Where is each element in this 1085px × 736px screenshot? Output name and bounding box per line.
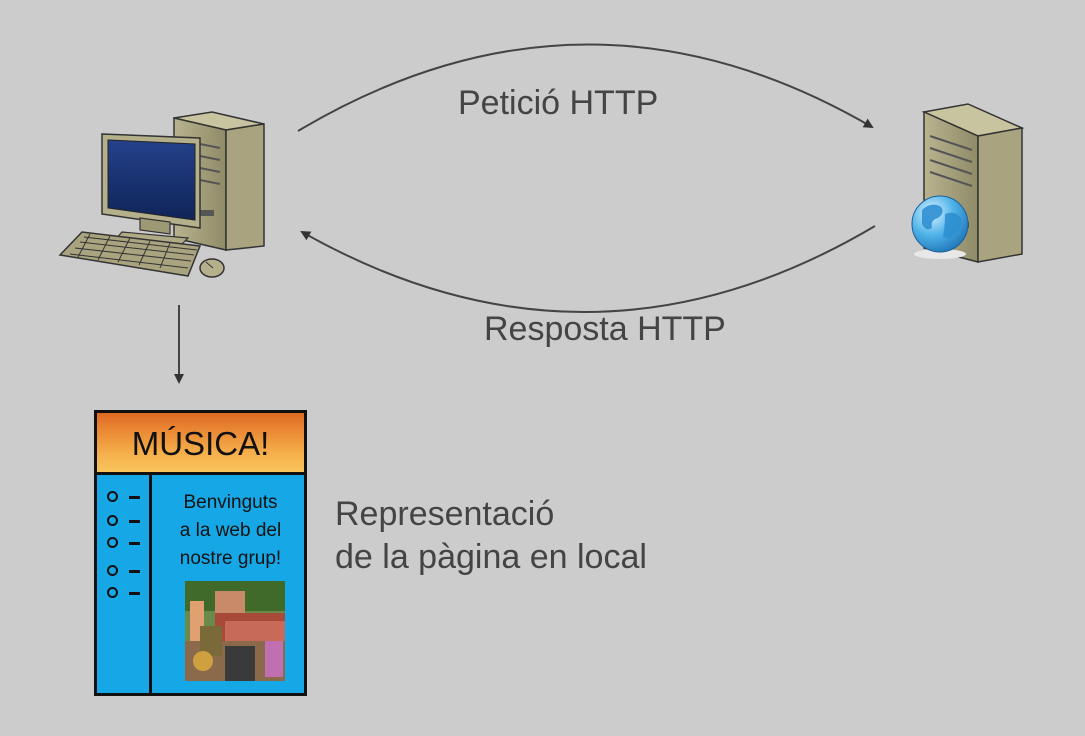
welcome-line1: Benvinguts bbox=[183, 492, 278, 513]
webpage-nav-sidebar bbox=[97, 475, 152, 693]
bullet-icon bbox=[107, 537, 118, 548]
nav-item bbox=[107, 537, 143, 551]
webpage-header: MÚSICA! bbox=[97, 413, 304, 475]
webpage-title: MÚSICA! bbox=[131, 425, 270, 462]
dash-icon bbox=[129, 570, 140, 573]
dash-icon bbox=[129, 496, 140, 499]
dash-icon bbox=[129, 592, 140, 595]
dash-icon bbox=[129, 520, 140, 523]
welcome-line2: a la web del bbox=[179, 520, 282, 541]
bullet-icon bbox=[107, 587, 118, 598]
band-photo-image bbox=[185, 581, 285, 681]
local-rendering-label: Representació de la pàgina en local bbox=[335, 493, 647, 579]
dash-icon bbox=[129, 542, 140, 545]
webpage-welcome-text: Benvinguts a la web del nostre grup! bbox=[157, 489, 304, 573]
response-label: Resposta HTTP bbox=[484, 310, 726, 348]
local-rendering-line1: Representació bbox=[335, 495, 555, 533]
bullet-icon bbox=[107, 565, 118, 576]
request-label: Petició HTTP bbox=[458, 84, 659, 122]
bullet-icon bbox=[107, 491, 118, 502]
nav-item bbox=[107, 491, 143, 505]
bullet-icon bbox=[107, 515, 118, 526]
nav-item bbox=[107, 515, 143, 529]
web-server-globe-icon bbox=[911, 103, 1025, 263]
desktop-computer-icon bbox=[58, 111, 265, 278]
nav-item bbox=[107, 565, 143, 579]
local-rendering-line2: de la pàgina en local bbox=[335, 538, 647, 576]
rendered-webpage: MÚSICA! Benvinguts a la web del nostre g… bbox=[94, 410, 307, 696]
nav-item bbox=[107, 587, 143, 601]
response-arrow bbox=[300, 225, 876, 313]
welcome-line3: nostre grup! bbox=[179, 548, 282, 569]
request-arrow bbox=[297, 43, 874, 132]
